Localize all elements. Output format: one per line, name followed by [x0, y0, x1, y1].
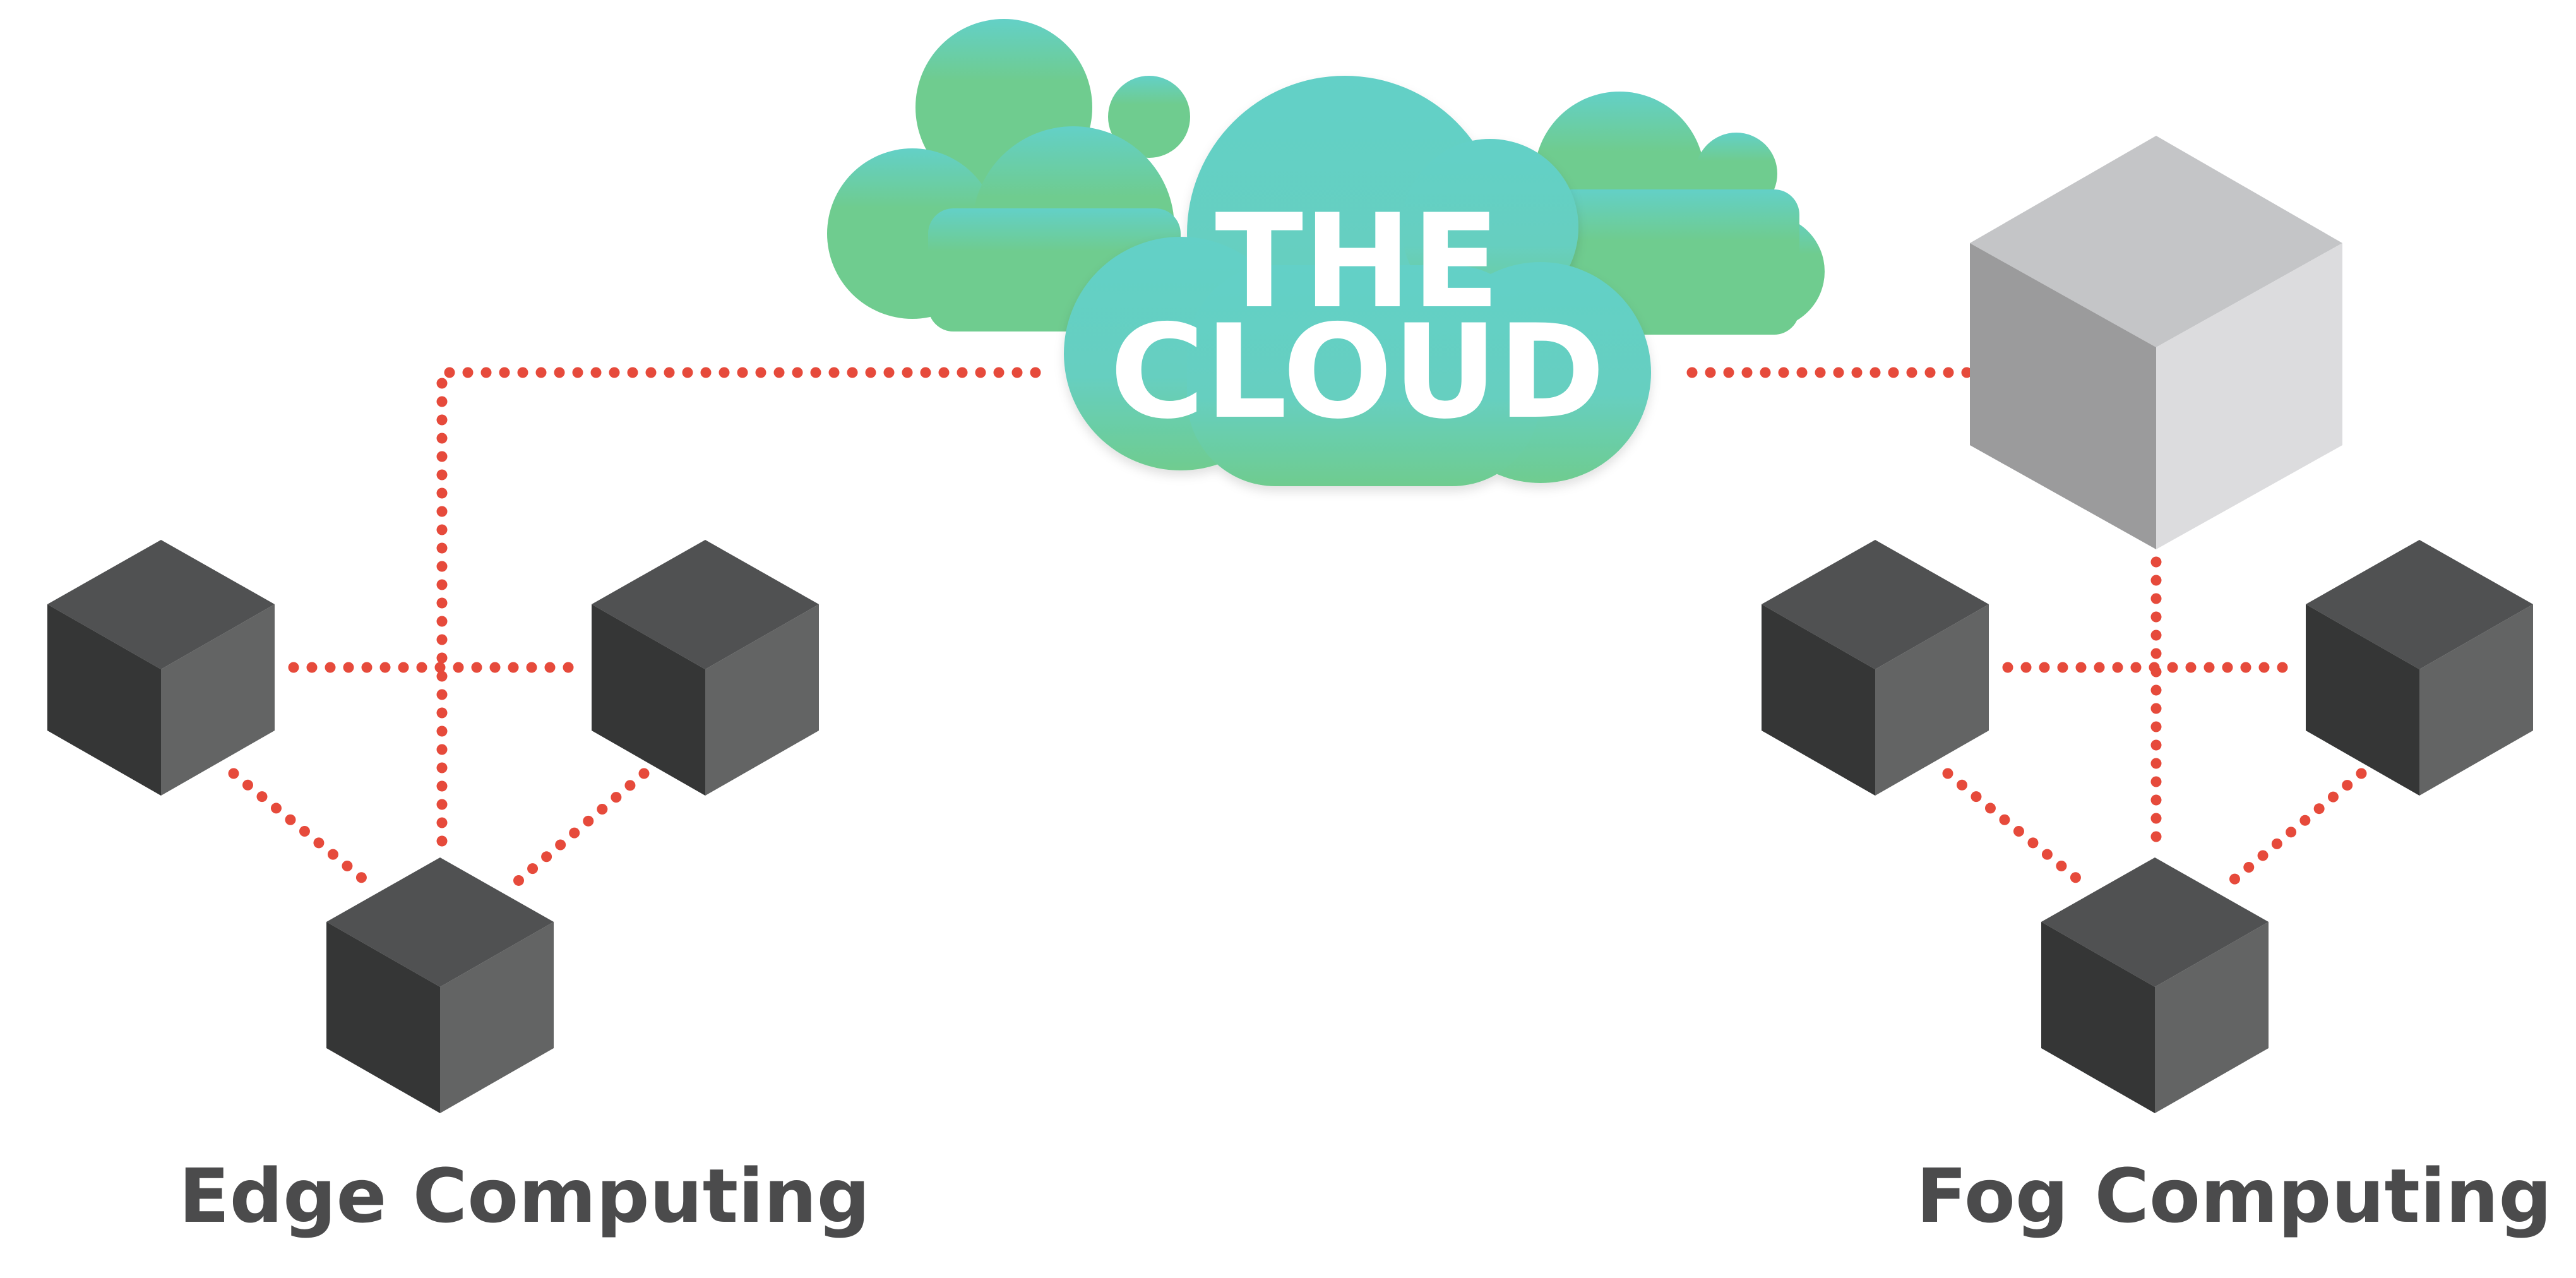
fog-node-cube-icon	[1970, 136, 2342, 549]
connector-cloud-to-edge	[436, 367, 1041, 849]
front-cloud	[1064, 76, 1651, 486]
cloud: THE CLOUD	[827, 19, 1825, 486]
edge-device-top-left-cube-icon	[47, 540, 275, 796]
edge-device-bottom-cube-icon	[326, 857, 554, 1113]
cloud-label-line1: THE	[1215, 187, 1500, 337]
connector-edge-left-diagonal	[228, 768, 375, 890]
connector-fog-left-diagonal	[1942, 768, 2089, 890]
connector-edge-right-diagonal	[509, 768, 650, 890]
fog-device-top-right-cube-icon	[2306, 540, 2533, 796]
edge-device-top-right-cube-icon	[592, 540, 819, 796]
connectors	[228, 367, 2367, 890]
cloud-label-line2: CLOUD	[1110, 297, 1606, 448]
edge-computing-label: Edge Computing	[179, 1152, 870, 1239]
fog-device-top-left-cube-icon	[1762, 540, 1989, 796]
fog-computing-label: Fog Computing	[1916, 1152, 2552, 1239]
fog-device-bottom-cube-icon	[2041, 857, 2269, 1113]
connector-fog-right-diagonal	[2223, 768, 2367, 890]
